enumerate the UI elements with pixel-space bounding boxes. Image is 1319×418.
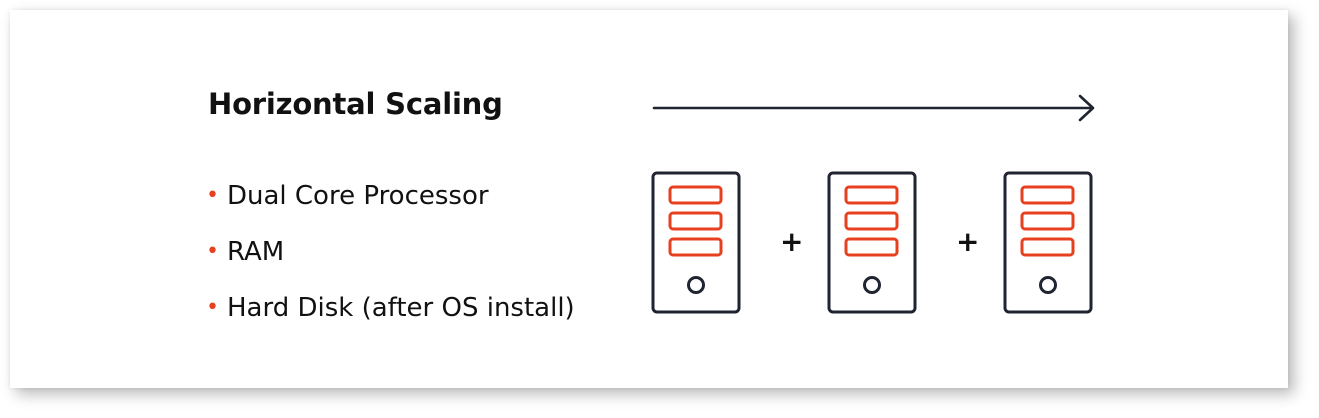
spec-item-label: Dual Core Processor xyxy=(226,181,489,211)
diagram-title: Horizontal Scaling xyxy=(208,87,503,121)
server-tower-icon xyxy=(651,171,741,314)
spec-item-hard-disk: • Hard Disk (after OS install) xyxy=(206,280,575,336)
bullet-icon: • xyxy=(206,239,219,264)
plus-sign: + xyxy=(780,225,804,258)
plus-sign: + xyxy=(956,225,980,258)
spec-item-label: Hard Disk (after OS install) xyxy=(226,293,575,323)
spec-list: • Dual Core Processor • RAM • Hard Disk … xyxy=(206,168,575,336)
diagram-card: Horizontal Scaling • Dual Core Processor… xyxy=(10,10,1288,388)
spec-item-processor: • Dual Core Processor xyxy=(206,168,575,224)
server-tower-icon xyxy=(827,171,917,314)
spec-item-ram: • RAM xyxy=(206,224,575,280)
arrow-right-icon xyxy=(652,94,1095,122)
server-tower-icon xyxy=(1003,171,1093,314)
server-group: + + xyxy=(650,170,1110,315)
bullet-icon: • xyxy=(206,183,219,208)
bullet-icon: • xyxy=(206,295,219,320)
spec-item-label: RAM xyxy=(226,237,285,267)
